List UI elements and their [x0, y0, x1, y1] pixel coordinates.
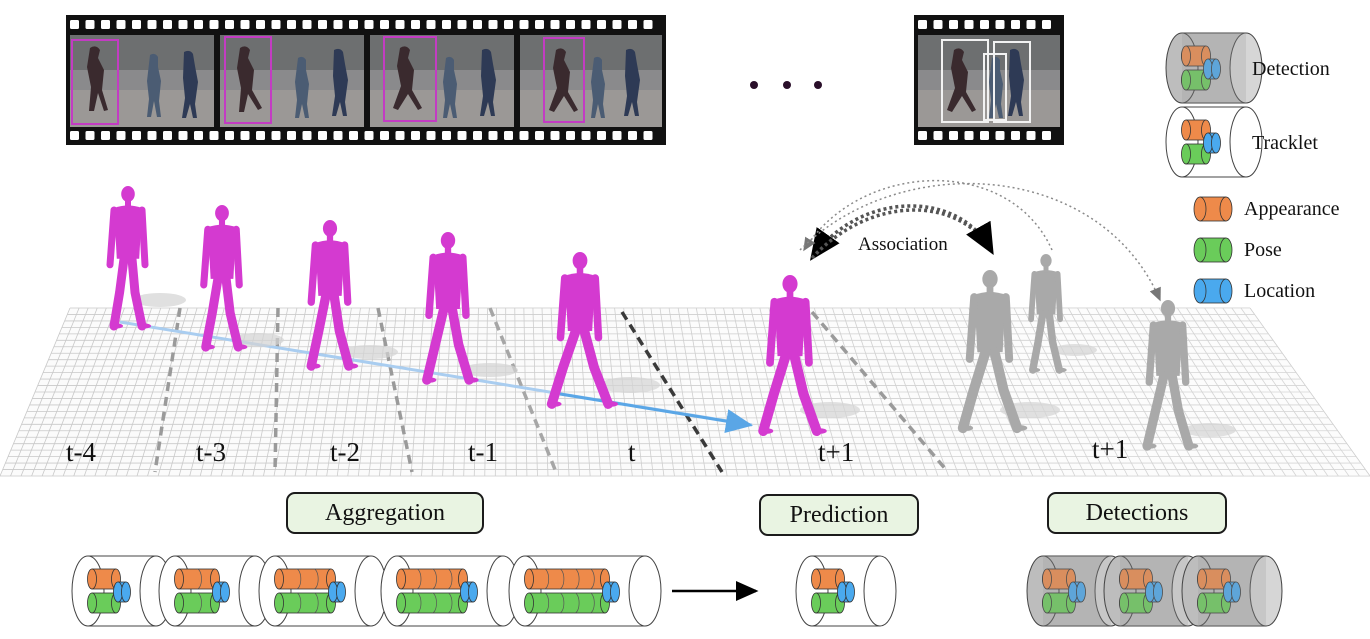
tracked-person	[758, 275, 827, 437]
tracked-person	[200, 205, 248, 352]
detected-person	[1142, 300, 1199, 451]
legend-tracklet-label: Tracklet	[1252, 132, 1318, 154]
tracked-person	[422, 232, 479, 385]
tracklet-token	[158, 555, 272, 627]
time-label: t-3	[196, 437, 226, 467]
prediction-stage: Prediction	[759, 494, 919, 536]
film-sprockets	[70, 20, 1051, 140]
trajectory-arrow	[559, 392, 753, 433]
film-frame	[520, 35, 662, 127]
film-frame	[370, 35, 514, 127]
association-arrows	[799, 179, 1161, 302]
legend-pose-icon	[1193, 237, 1233, 263]
tracked-person	[106, 186, 151, 331]
bbox-detected	[993, 41, 1031, 123]
time-label: t-4	[66, 437, 96, 467]
association-label: Association	[858, 234, 948, 255]
aggregation-stage: Aggregation	[286, 492, 484, 534]
bbox-detected	[941, 39, 989, 123]
legend-detection-label: Detection	[1252, 58, 1330, 80]
tracklet-token	[258, 555, 388, 627]
legend-pose-label: Pose	[1244, 239, 1282, 261]
tracklet-token	[508, 555, 662, 627]
detection-token	[1103, 555, 1205, 627]
legend-tracklet-icon	[1165, 106, 1263, 178]
bbox-tracked	[224, 36, 272, 124]
bbox-tracked	[383, 36, 437, 122]
film-strip-detected	[914, 15, 1064, 145]
legend-appearance-label: Appearance	[1244, 198, 1340, 220]
legend-location-label: Location	[1244, 280, 1316, 302]
bbox-tracked	[71, 39, 119, 125]
time-label: t-1	[468, 437, 498, 467]
time-separators	[153, 307, 950, 474]
film-frame	[70, 35, 214, 127]
tracked-person	[546, 251, 618, 409]
tracklet-token	[380, 555, 520, 627]
three-dots-icon	[750, 81, 822, 89]
prediction-token	[795, 555, 897, 627]
time-label: t+1	[1092, 434, 1128, 464]
detected-person	[1028, 254, 1067, 374]
tracklet-token	[71, 555, 173, 627]
detections-stage: Detections	[1047, 492, 1227, 534]
legend-appearance-icon	[1193, 196, 1233, 222]
legend-location-icon	[1193, 278, 1233, 304]
time-label: t-2	[330, 437, 360, 467]
film-frame	[220, 35, 364, 127]
detection-token	[1026, 555, 1128, 627]
bbox-tracked	[543, 37, 585, 123]
time-labels: t-4 t-3 t-2 t-1 t t+1 t+1	[66, 434, 1128, 467]
legend-detection-icon	[1165, 32, 1263, 104]
shadows	[134, 293, 1236, 437]
film-strip-tracked	[66, 15, 666, 145]
time-label: t+1	[818, 437, 854, 467]
time-label: t	[628, 437, 636, 467]
detected-person	[957, 270, 1028, 434]
tracked-person	[306, 220, 359, 371]
detection-token	[1181, 555, 1283, 627]
